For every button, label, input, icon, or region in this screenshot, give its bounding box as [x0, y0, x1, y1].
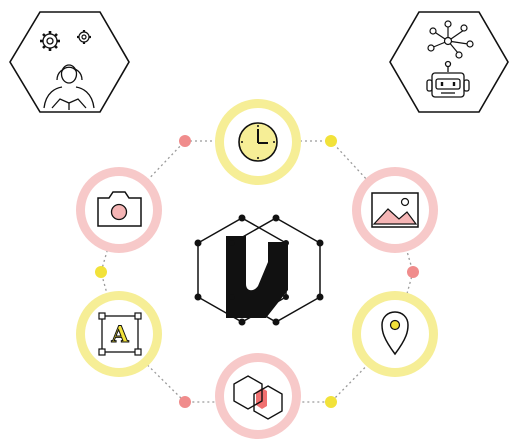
connector-dot: [179, 396, 191, 408]
connector-dot: [325, 135, 337, 147]
gear-icon: [40, 31, 60, 51]
corner-card-robot: [389, 11, 509, 113]
text-frame-glyph: A: [110, 322, 129, 348]
node-location: [352, 291, 438, 377]
connector-dots: [95, 135, 419, 408]
camera-icon: [97, 191, 142, 227]
connector-dot: [325, 396, 337, 408]
node-overlap: [215, 353, 301, 439]
person-reading-icon: [43, 64, 95, 110]
center-logo: [194, 214, 324, 326]
node-text: A: [76, 291, 162, 377]
node-camera: [76, 167, 162, 253]
node-clock: [215, 99, 301, 185]
connector-dot: [407, 266, 419, 278]
connector-dot: [179, 135, 191, 147]
text-frame-icon: A: [98, 312, 142, 356]
overlapping-hexagons-icon: [233, 375, 283, 420]
node-image: [352, 167, 438, 253]
robot-icon: [426, 60, 470, 98]
connector-dot: [95, 266, 107, 278]
clock-icon: [238, 122, 278, 162]
corner-card-person: [9, 11, 130, 113]
u-letter-icon: [226, 236, 288, 318]
gear-icon: [77, 30, 91, 44]
image-icon: [371, 192, 419, 228]
location-pin-icon: [381, 311, 409, 356]
network-icon: [427, 20, 474, 59]
